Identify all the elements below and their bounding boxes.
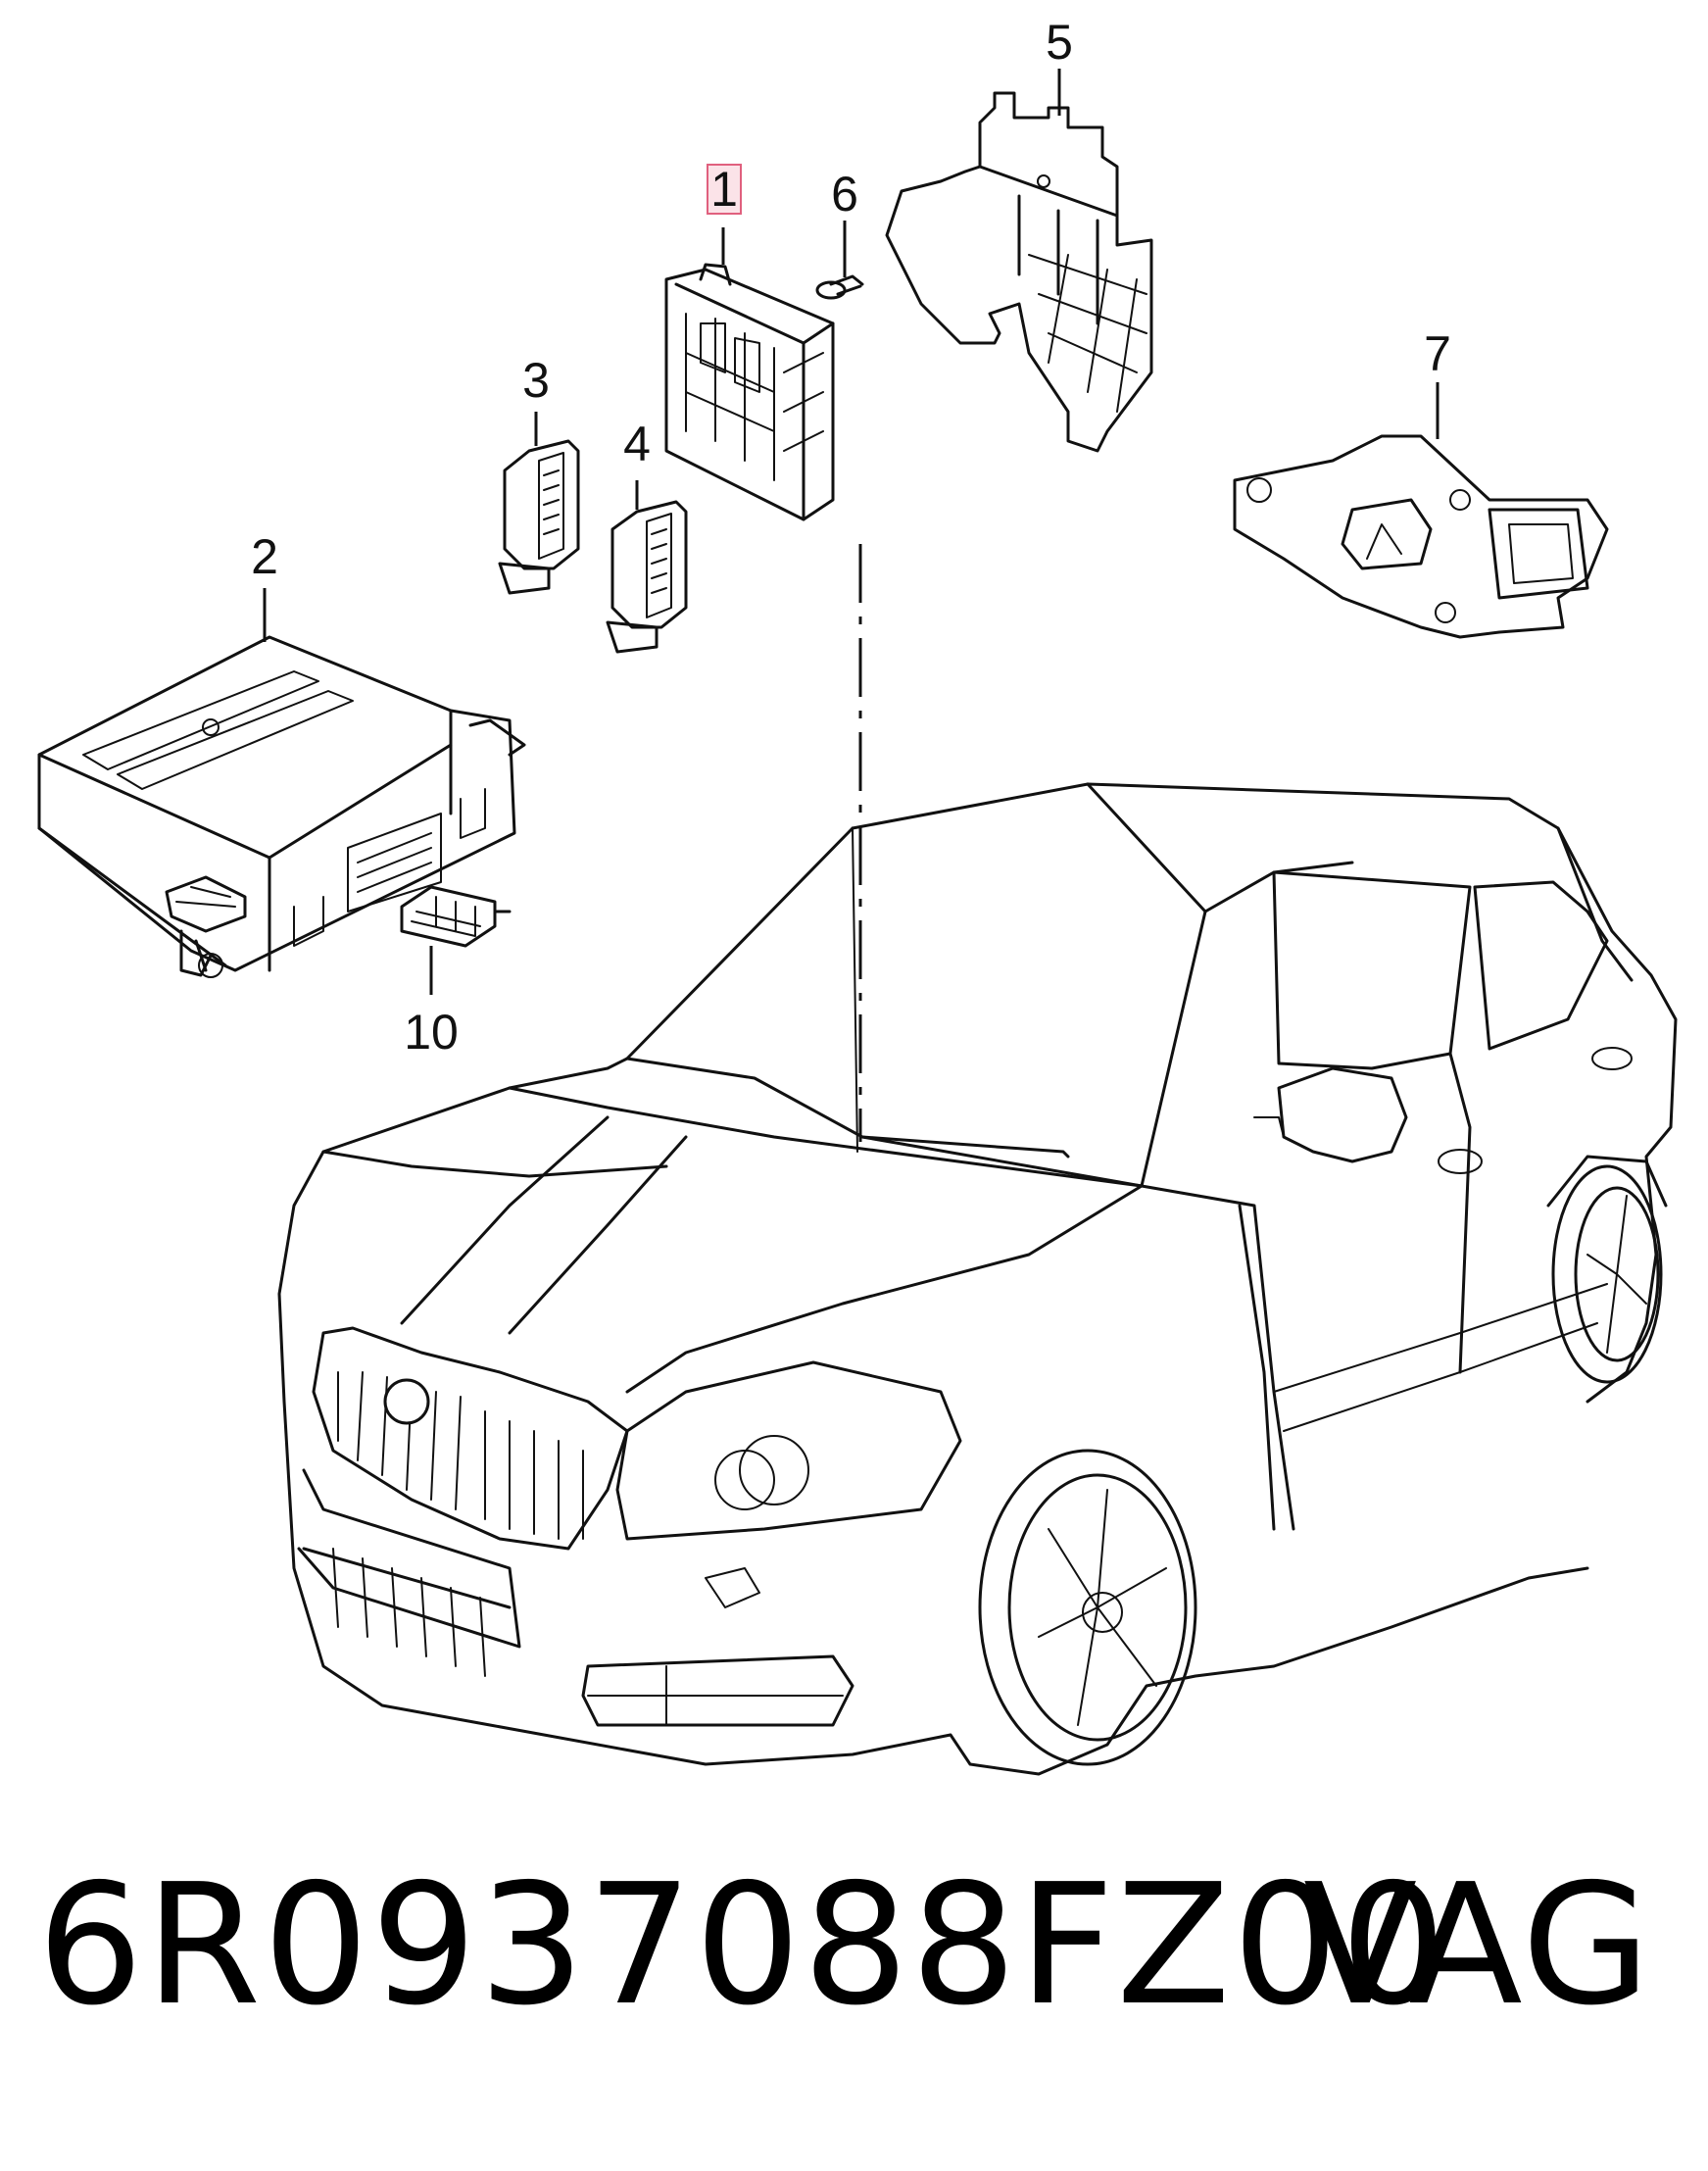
leader-lines <box>263 69 1440 995</box>
callout-1-label: 1 <box>710 162 738 217</box>
part-3-connector[interactable] <box>498 439 580 595</box>
part-number: 6R0937088FZ00 <box>37 1849 1448 2043</box>
callout-7-label[interactable]: 7 <box>1424 326 1451 381</box>
part-7-plate[interactable] <box>1233 434 1609 639</box>
callout-3-label[interactable]: 3 <box>522 353 550 408</box>
part-1-control-module[interactable] <box>664 263 835 521</box>
part-6-screw[interactable] <box>815 274 864 300</box>
callout-2-label[interactable]: 2 <box>251 529 278 584</box>
part-10-connector[interactable] <box>400 885 512 948</box>
part-2-control-unit[interactable] <box>37 635 526 978</box>
callout-1-highlight <box>707 164 742 215</box>
brand-label: VAG <box>1303 1849 1653 2043</box>
parts-diagram: 1 2 3 4 5 6 7 10 <box>37 15 1678 1776</box>
callout-10-label[interactable]: 10 <box>404 1005 459 1060</box>
callout-5-label[interactable]: 5 <box>1046 15 1073 70</box>
part-5-bracket[interactable] <box>885 91 1153 453</box>
callout-4-label[interactable]: 4 <box>623 417 651 471</box>
callout-6-label[interactable]: 6 <box>831 167 858 222</box>
vehicle-outline <box>277 782 1678 1776</box>
callout-1[interactable]: 1 <box>707 162 742 217</box>
part-4-connector[interactable] <box>606 500 688 654</box>
